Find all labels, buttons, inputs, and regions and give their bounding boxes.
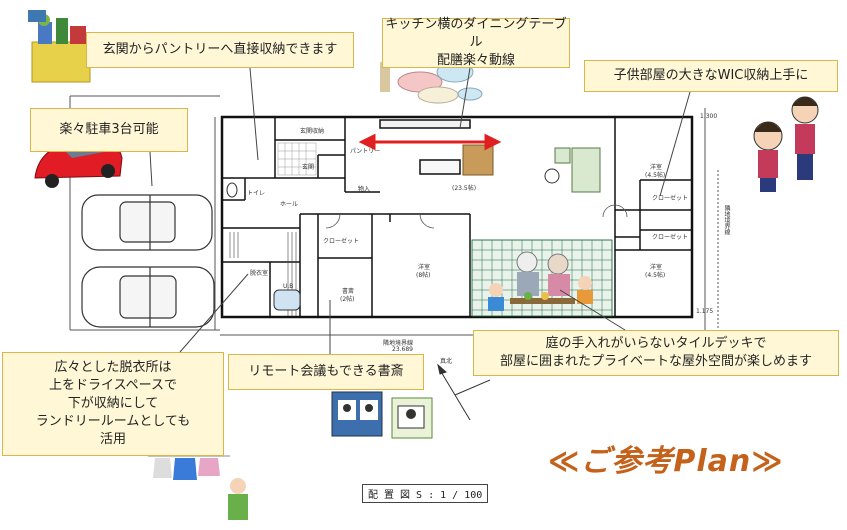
callout-kids-wic: 子供部屋の大きなWIC収納上手に	[584, 60, 838, 92]
grocery-basket-illustration	[28, 10, 91, 83]
label-entrance-storage: 玄関収納	[300, 128, 325, 135]
family-illustration	[488, 251, 593, 311]
callout-laundry-line5: 活用	[99, 432, 126, 447]
callout-parking: 楽々駐車3台可能	[30, 108, 188, 152]
label-hall: ホール	[280, 201, 299, 208]
reference-plan-title: ≪ご参考Plan≫	[548, 444, 784, 479]
label-ldk: (23.5帖)	[452, 185, 477, 192]
remote-meeting-illustration	[331, 391, 433, 439]
callout-tile-deck-line1: 庭の手入れがいらないタイルデッキで	[545, 336, 767, 351]
sofa	[554, 147, 601, 193]
label-western-b: 洋室	[650, 264, 663, 271]
entrance-tile	[277, 142, 317, 176]
north-arrow	[437, 363, 491, 421]
callout-kids-wic-text: 子供部屋の大きなWIC収納上手に	[613, 68, 809, 83]
label-western-a: 洋室	[650, 164, 663, 171]
label-study: 書斎	[342, 288, 355, 295]
label-north: 真北	[440, 358, 453, 365]
callout-laundry: 広々とした脱衣所は 上をドライスペースで 下が収納にして ランドリールームとして…	[2, 352, 224, 456]
callout-kitchen-dining-line1: キッチン横のダイニングテーブル	[385, 17, 567, 50]
callout-kitchen-dining: キッチン横のダイニングテーブル 配膳楽々動線	[382, 17, 570, 68]
callout-remote-study: リモート会議もできる書斎	[228, 354, 424, 390]
label-dim-top: 1.300	[700, 113, 718, 120]
label-western-8: 洋室	[418, 264, 431, 271]
label-closet-study: クローゼット	[323, 238, 360, 245]
label-western-8-size: (8帖)	[416, 272, 431, 279]
label-pantry: パントリー	[350, 148, 381, 155]
site-boundary	[69, 95, 719, 336]
label-western-a-size: (4.5帖)	[645, 172, 666, 179]
callout-laundry-line1: 広々とした脱衣所は	[54, 360, 172, 375]
label-western-b-size: (4.5帖)	[645, 272, 666, 279]
car-1	[81, 194, 213, 251]
callout-laundry-line4: ランドリールームとしても	[35, 414, 191, 429]
label-storage: 物入	[358, 186, 371, 193]
car-2	[81, 266, 215, 328]
label-dim-bottom: 23.689	[392, 346, 413, 353]
kids-illustration	[753, 96, 819, 192]
label-study-size: (2帖)	[340, 296, 355, 303]
label-ub: U.B	[283, 283, 294, 290]
label-closet-a: クローゼット	[652, 195, 689, 202]
callout-kitchen-dining-line2: 配膳楽々動線	[436, 53, 515, 68]
label-boundary: 隣地境界線	[383, 340, 414, 347]
label-dim-right: 1.175	[696, 308, 714, 315]
callout-tile-deck: 庭の手入れがいらないタイルデッキで 部屋に囲まれたプライベートな屋外空間が楽しめ…	[473, 330, 839, 376]
callout-laundry-line2: 上をドライスペースで	[48, 378, 178, 393]
label-right-road: 隣地境界線	[723, 205, 730, 235]
laundry-illustration	[148, 455, 248, 520]
scale-label: 配 置 図 S : 1 / 100	[362, 484, 489, 503]
callout-laundry-line3: 下が収納にして	[67, 396, 159, 411]
callout-tile-deck-line2: 部屋に囲まれたプライベートな屋外空間が楽しめます	[499, 354, 812, 369]
callout-parking-text: 楽々駐車3台可能	[59, 122, 159, 137]
label-closet-b: クローゼット	[652, 234, 689, 241]
callout-remote-study-text: リモート会議もできる書斎	[248, 364, 404, 379]
label-dressing: 脱衣室	[250, 270, 269, 277]
dining-table	[462, 144, 494, 176]
label-entrance: 玄関	[302, 164, 315, 171]
callout-entrance-pantry: 玄関からパントリーへ直接収納できます	[86, 32, 354, 68]
circulation-arrow	[358, 133, 502, 151]
callout-entrance-pantry-text: 玄関からパントリーへ直接収納できます	[102, 42, 338, 57]
label-toilet: トイレ	[247, 190, 266, 197]
